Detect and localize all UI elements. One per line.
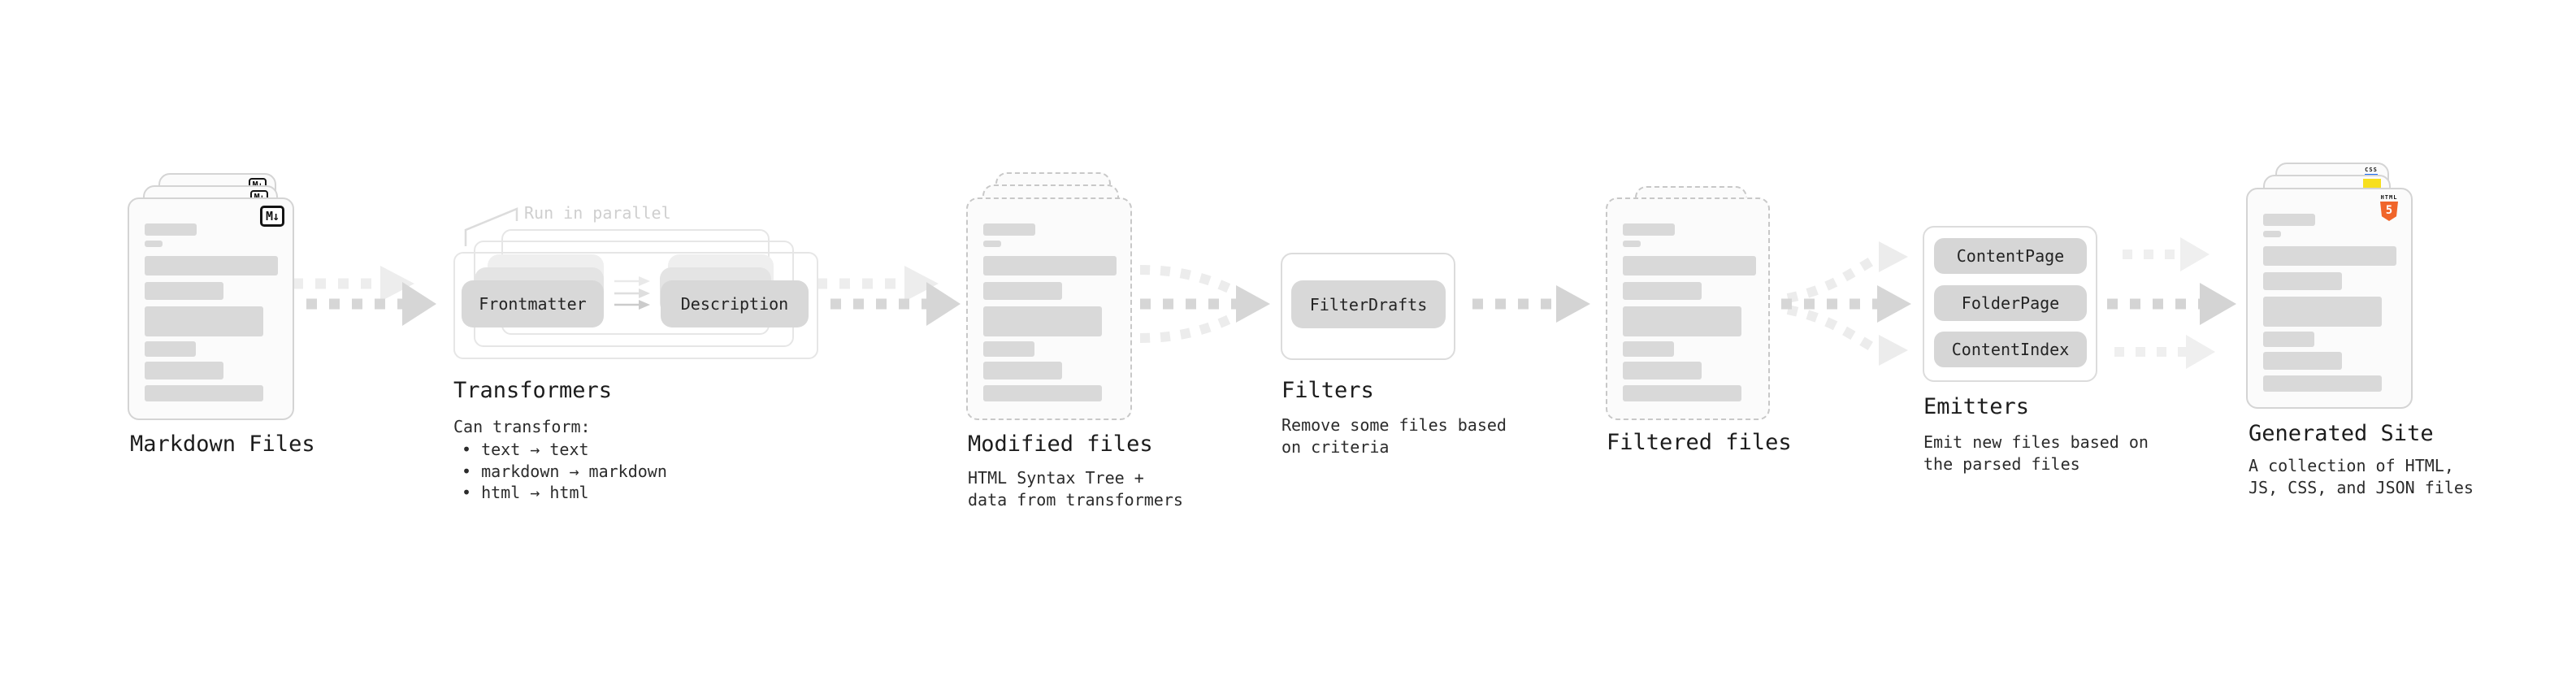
parallel-pill-arrows-icon — [614, 276, 650, 310]
content-line-placeholder — [983, 341, 1034, 357]
content-line-placeholder — [1623, 256, 1756, 275]
stage-label-modified-files: Modified files — [968, 432, 1153, 457]
content-line-placeholder — [2263, 352, 2342, 370]
filters-description: on criteria — [1281, 437, 1390, 457]
content-line-placeholder — [2263, 272, 2342, 290]
contentpage-pill: ContentPage — [1934, 238, 2087, 274]
contentindex-pill: ContentIndex — [1934, 332, 2087, 367]
content-line-placeholder — [1623, 282, 1702, 300]
annotation-leader-line — [464, 207, 518, 246]
markdown-doc-front: M↓ — [128, 197, 294, 420]
arrow-filtered-to-emitters-icon — [1781, 241, 1911, 366]
content-line-placeholder — [145, 306, 263, 336]
css-icon-label: CSS — [2365, 167, 2378, 173]
content-line-placeholder — [145, 385, 263, 401]
modified-files-description: HTML Syntax Tree + — [968, 468, 1144, 488]
content-line-placeholder — [145, 223, 197, 236]
content-line-placeholder — [983, 385, 1102, 401]
content-line-placeholder — [145, 341, 196, 357]
modified-doc-front — [966, 197, 1132, 420]
transformers-bullet: • text → text — [462, 440, 589, 459]
filters-description: Remove some files based — [1281, 415, 1507, 435]
html5-icon: HTML 5 — [2377, 194, 2401, 221]
transformers-description-heading: Can transform: — [453, 417, 591, 436]
stage-label-generated-site: Generated Site — [2249, 421, 2434, 446]
content-line-placeholder — [983, 362, 1062, 380]
arrow-filters-to-filtered-icon — [1472, 285, 1590, 323]
content-line-placeholder — [1623, 241, 1641, 247]
stage-label-transformers: Transformers — [453, 378, 613, 403]
js-icon — [2363, 179, 2381, 189]
content-line-placeholder — [2263, 246, 2396, 266]
stage-label-emitters: Emitters — [1923, 394, 2030, 419]
generated-site-description: JS, CSS, and JSON files — [2249, 478, 2474, 497]
transformers-bullet: • markdown → markdown — [462, 462, 667, 481]
content-line-placeholder — [983, 306, 1102, 336]
stage-label-filters: Filters — [1281, 378, 1374, 403]
generated-site-description: A collection of HTML, — [2249, 456, 2454, 475]
content-line-placeholder — [1623, 223, 1675, 236]
content-line-placeholder — [145, 241, 163, 247]
content-line-placeholder — [983, 256, 1117, 275]
transformer-box-front — [453, 252, 818, 359]
stage-label-filtered-files: Filtered files — [1607, 430, 1792, 455]
filterdrafts-pill: FilterDrafts — [1291, 280, 1446, 328]
modified-files-description: data from transformers — [968, 490, 1183, 510]
frontmatter-pill: Frontmatter — [462, 280, 604, 327]
html5-icon-shield: 5 — [2380, 202, 2398, 221]
content-line-placeholder — [2263, 375, 2382, 392]
emitters-description: Emit new files based on — [1923, 432, 2149, 452]
content-line-placeholder — [1623, 341, 1674, 357]
content-line-placeholder — [1623, 385, 1741, 401]
filtered-doc-front — [1606, 197, 1770, 420]
content-line-placeholder — [983, 282, 1062, 300]
description-pill: Description — [661, 280, 809, 327]
content-line-placeholder — [2263, 332, 2314, 347]
run-in-parallel-annotation: Run in parallel — [524, 203, 671, 223]
content-line-placeholder — [145, 256, 278, 275]
arrow-markdown-to-transformers-icon — [293, 266, 436, 326]
content-line-placeholder — [983, 241, 1001, 247]
emitters-description: the parsed files — [1923, 454, 2080, 474]
html5-icon-label: HTML — [2380, 194, 2398, 201]
content-line-placeholder — [983, 223, 1035, 236]
content-line-placeholder — [2263, 297, 2382, 327]
content-line-placeholder — [1623, 362, 1702, 380]
content-line-placeholder — [1623, 306, 1741, 336]
arrow-emitters-to-generated-icon — [2107, 237, 2236, 369]
generated-doc-front: HTML 5 — [2246, 188, 2413, 409]
content-line-placeholder — [145, 362, 223, 380]
content-line-placeholder — [2263, 231, 2281, 237]
arrow-transformers-to-modified-icon — [817, 266, 961, 326]
content-line-placeholder — [145, 282, 223, 300]
arrow-modified-to-filters-icon — [1139, 265, 1270, 343]
stage-label-markdown-files: Markdown Files — [130, 432, 315, 457]
content-line-placeholder — [2263, 214, 2315, 226]
transformers-bullet: • html → html — [462, 483, 589, 502]
folderpage-pill: FolderPage — [1934, 285, 2087, 321]
markdown-icon: M↓ — [259, 206, 284, 227]
